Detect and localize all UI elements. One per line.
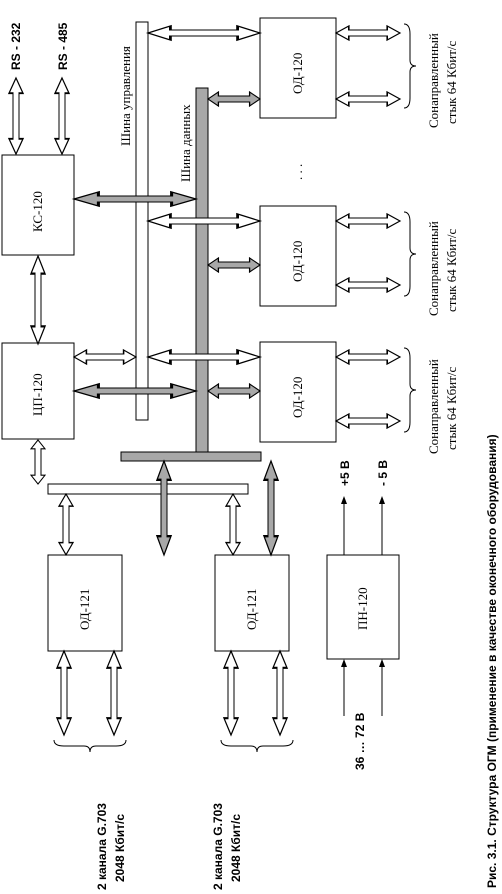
od121-right-brace (220, 739, 294, 753)
rs232-arrow (8, 77, 24, 155)
codirectional-bot-line1: Сонаправленный (426, 359, 441, 454)
od120-bot-data-arrow (207, 383, 261, 399)
od121-left-out1-arrow (55, 649, 73, 737)
od-120-bot-block (259, 341, 337, 443)
codirectional-top-line1: Сонаправленный (426, 33, 441, 128)
od-121-right-label: ОД-121 (244, 589, 259, 630)
g703-right-line2: 2048 Кбит/с (229, 814, 243, 882)
od121-right-out1-arrow (222, 649, 240, 737)
ks-120-block (1, 154, 75, 256)
od120-top-brace (403, 23, 417, 109)
od121-left-data-arrow (155, 459, 173, 557)
codirectional-mid-line1: Сонаправленный (426, 221, 441, 316)
input-arrowhead-1 (341, 659, 347, 667)
minus5-label: - 5 В (376, 460, 390, 486)
codirectional-top-line2: стык 64 Кбит/с (444, 40, 459, 124)
plus5-arrowhead (341, 496, 347, 504)
codirectional-bot-line2: стык 64 Кбит/с (444, 366, 459, 450)
od120-mid-data-arrow (207, 257, 261, 273)
data-bus-label: Шина данных (178, 104, 193, 182)
cp-120-label: ЦП-120 (30, 373, 45, 416)
cp-databus-arrow (72, 382, 198, 400)
minus5-arrowhead (379, 496, 385, 504)
od-120-mid-block (259, 205, 337, 307)
od120-top-data-arrow (207, 91, 261, 107)
od121-right-data-arrow (262, 459, 280, 557)
od120-bot-brace (403, 347, 417, 433)
pn-120-block (326, 554, 400, 660)
od120-bot-out1-arrow (335, 349, 401, 365)
od120-top-control-arrow (146, 24, 262, 42)
od121-right-control-arrow (225, 493, 241, 556)
od120-top-out1-arrow (335, 25, 401, 41)
od-120-mid-label: ОД-120 (290, 241, 305, 282)
input-arrowhead-2 (379, 659, 385, 667)
rs485-label: RS - 485 (56, 22, 70, 70)
figure-caption: Рис. 3.1. Структура ОГМ (применение в ка… (485, 434, 499, 888)
g703-left-line1: 2 канала G.703 (95, 803, 109, 890)
rs232-label: RS - 232 (9, 22, 23, 70)
od121-left-out2-arrow (105, 649, 123, 737)
ks-120-label: КС-120 (30, 191, 45, 232)
od120-top-out2-arrow (335, 91, 401, 107)
od-120-bot-label: ОД-120 (290, 377, 305, 418)
data-bus-horizontal (120, 451, 262, 462)
ks-databus-arrow (72, 190, 198, 208)
od-121-right-block (214, 554, 290, 652)
od120-ellipsis: . . . (290, 164, 305, 180)
power-input-label: 36 … 72 В (353, 712, 367, 770)
od-120-top-label: ОД-120 (290, 53, 305, 94)
od121-left-brace (53, 739, 127, 753)
pn-120-label: ПН-120 (355, 587, 370, 630)
rs485-arrow (54, 77, 70, 155)
ks-cp-arrow (29, 254, 47, 346)
plus5-label: +5 В (338, 460, 352, 486)
od-120-top-block (259, 17, 337, 119)
g703-left-line2: 2048 Кбит/с (113, 814, 127, 882)
control-bus-label: Шина управления (118, 46, 133, 146)
cp-hbus-arrow (30, 439, 46, 485)
od-121-left-label: ОД-121 (77, 589, 92, 630)
od120-bot-out2-arrow (335, 413, 401, 429)
od-121-left-block (47, 554, 123, 652)
od120-mid-out1-arrow (335, 213, 401, 229)
od121-right-out2-arrow (271, 649, 289, 737)
cp-controlbus-arrow (73, 349, 137, 365)
codirectional-mid-line2: стык 64 Кбит/с (444, 228, 459, 312)
od121-left-control-arrow (58, 493, 74, 556)
od120-mid-brace (403, 211, 417, 297)
od120-mid-out2-arrow (335, 277, 401, 293)
data-bus (195, 87, 209, 455)
control-bus-horizontal (47, 483, 249, 495)
g703-right-line1: 2 канала G.703 (211, 803, 225, 890)
